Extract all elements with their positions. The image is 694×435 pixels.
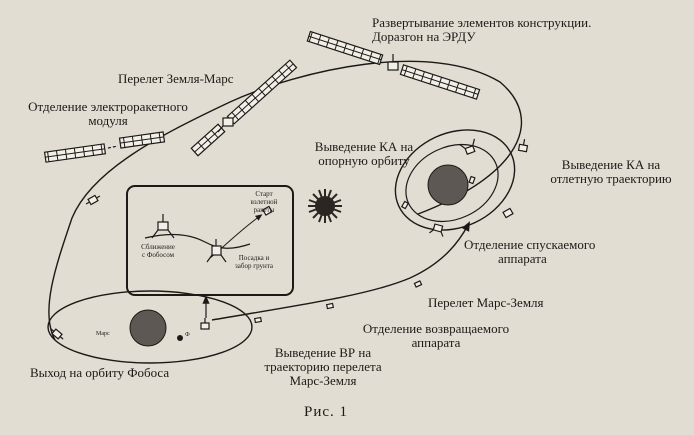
label-return-separation: Отделение возвращаемого аппарата: [348, 322, 524, 350]
craft-marker-earth-right: [517, 139, 529, 153]
label-deploy-line1: Развертывание элементов конструкции.: [372, 15, 592, 30]
label-return-separation-line1: Отделение возвращаемого: [362, 321, 510, 336]
mars-planet: [129, 309, 167, 347]
earth-orbit-outer: [394, 129, 516, 231]
inset-frame: [126, 185, 294, 296]
craft-marker-earth-top: [459, 138, 476, 155]
label-flight-mars-earth: Перелет Марс-Земля: [428, 295, 544, 310]
label-separation-line1: Отделение электроракетного: [28, 99, 188, 114]
inset-label-landing: Посадка и забор грунта: [226, 254, 282, 270]
inset-label-start-line1: Старт: [255, 190, 273, 198]
craft-marker-vr: [200, 318, 210, 330]
label-insertion-reference-line2: опорную орбиту: [318, 153, 410, 168]
mars-orbit: [47, 290, 253, 364]
label-vr-insertion: Выведение ВР на траекторию перелета Марс…: [240, 346, 406, 388]
phobos-label: Ф: [185, 332, 190, 338]
label-vr-insertion-line3: Марс-Земля: [289, 373, 357, 388]
craft-marker-return-2: [325, 302, 335, 310]
label-insertion-departure-line1: Выведение КА на: [561, 157, 661, 172]
sun-icon: [308, 189, 342, 223]
inset-label-start: Старт взлетной ракеты: [243, 190, 285, 214]
craft-marker-phobos-orbit: [50, 328, 64, 340]
figure-caption: Рис. 1: [304, 404, 349, 420]
label-deploy: Развертывание элементов конструкции. Дор…: [372, 16, 591, 44]
label-lander-separation-line1: Отделение спускаемого: [464, 237, 596, 252]
solar-array-separated: [43, 131, 166, 163]
label-vr-insertion-line2: траекторию перелета: [264, 359, 382, 374]
label-lander-separation-line2: аппарата: [498, 251, 547, 266]
label-separation: Отделение электроракетного модуля: [18, 100, 198, 128]
inset-lander-icon: [151, 214, 175, 239]
inset-rocket-icon: [206, 239, 227, 263]
inset-label-start-line3: ракеты: [253, 206, 275, 214]
label-insertion-departure-line2: отлетную траекторию: [550, 171, 672, 186]
label-deploy-line2: Доразгон на ЭРДУ: [372, 29, 476, 44]
craft-marker-earth-left: [400, 200, 410, 210]
inset-label-approach: Сближение с Фобосом: [133, 243, 183, 259]
label-return-separation-line2: аппарата: [411, 335, 461, 350]
trajectory-mars-earth: [211, 221, 470, 321]
inset-label-landing-line2: забор грунта: [235, 262, 273, 270]
label-insertion-departure: Выведение КА на отлетную траекторию: [536, 158, 686, 186]
label-insertion-reference-line1: Выведение КА на: [314, 139, 414, 154]
inset-ascent-icon: [262, 205, 273, 216]
mars-label: Марс: [96, 331, 110, 337]
earth-planet: [427, 164, 469, 206]
craft-marker-return-1: [254, 316, 262, 324]
phobos-body: [177, 335, 183, 341]
solar-array-transfer: [190, 59, 298, 157]
craft-marker-left: [85, 194, 101, 206]
inset-label-start-line2: взлетной: [250, 198, 278, 206]
inset-label-landing-line1: Посадка и: [238, 254, 270, 262]
solar-array-deploy: [306, 30, 481, 100]
label-flight-earth-mars: Перелет Земля-Марс: [118, 71, 234, 86]
label-insertion-reference: Выведение КА на опорную орбиту: [298, 140, 430, 168]
inset-label-approach-line2: с Фобосом: [141, 251, 175, 259]
inset-phobos-surface: [144, 233, 251, 249]
label-vr-insertion-line1: Выведение ВР на: [274, 345, 372, 360]
craft-marker-return-3: [413, 280, 423, 288]
craft-marker-departure: [502, 207, 514, 219]
craft-marker-lander: [429, 223, 444, 237]
label-phobos-orbit: Выход на орбиту Фобоса: [30, 365, 170, 380]
label-lander-separation: Отделение спускаемого аппарата: [464, 238, 595, 266]
inset-label-approach-line1: Сближение: [141, 243, 175, 251]
craft-marker-earth-inner: [468, 175, 476, 185]
label-separation-line2: модуля: [88, 113, 128, 128]
